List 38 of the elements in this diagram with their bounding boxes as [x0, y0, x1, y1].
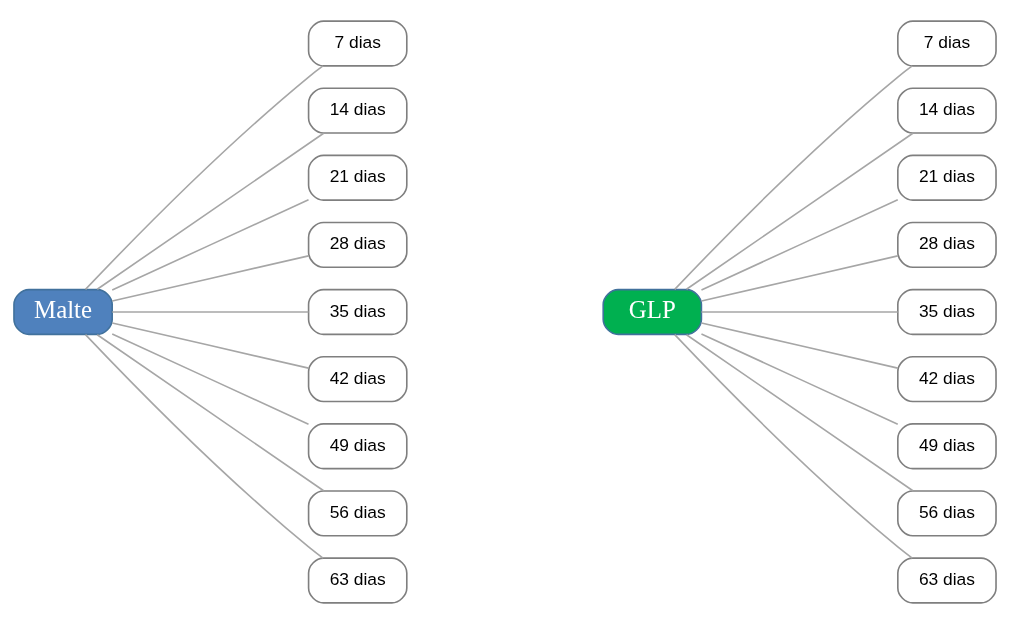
- node-box: 42 dias: [307, 355, 408, 402]
- node-box: 35 dias: [896, 288, 997, 335]
- connector: [110, 254, 309, 302]
- node-box: 49 dias: [307, 422, 408, 469]
- connector: [700, 332, 899, 425]
- node-box: 7 dias: [307, 19, 408, 67]
- connector: [84, 64, 324, 290]
- connector: [700, 254, 899, 302]
- node-box: 42 dias: [896, 355, 997, 402]
- connector: [700, 198, 899, 291]
- connector: [95, 333, 324, 492]
- connector: [110, 332, 309, 425]
- connector: [84, 333, 324, 559]
- node-box: 28 dias: [896, 221, 997, 268]
- node-box: 63 dias: [307, 556, 408, 604]
- node-box: 56 dias: [307, 489, 408, 537]
- node-box: 21 dias: [307, 154, 408, 201]
- node-box: Malte: [12, 288, 113, 335]
- connector: [700, 321, 899, 369]
- node-box: GLP: [601, 288, 702, 335]
- node-box: 14 dias: [896, 86, 997, 134]
- node-box: 21 dias: [896, 154, 997, 201]
- connector: [110, 321, 309, 369]
- node-box: 14 dias: [307, 86, 408, 134]
- node-box: 49 dias: [896, 422, 997, 469]
- connector: [673, 333, 913, 559]
- connector: [95, 131, 324, 290]
- node-box: 28 dias: [307, 221, 408, 268]
- node-box: 7 dias: [896, 19, 997, 67]
- node-box: 56 dias: [896, 489, 997, 537]
- connector: [685, 131, 914, 290]
- connector: [673, 64, 913, 290]
- connector: [685, 333, 914, 492]
- connector: [110, 310, 309, 313]
- node-box: 63 dias: [896, 556, 997, 604]
- connector: [700, 310, 899, 313]
- connector: [110, 198, 309, 291]
- node-box: 35 dias: [307, 288, 408, 335]
